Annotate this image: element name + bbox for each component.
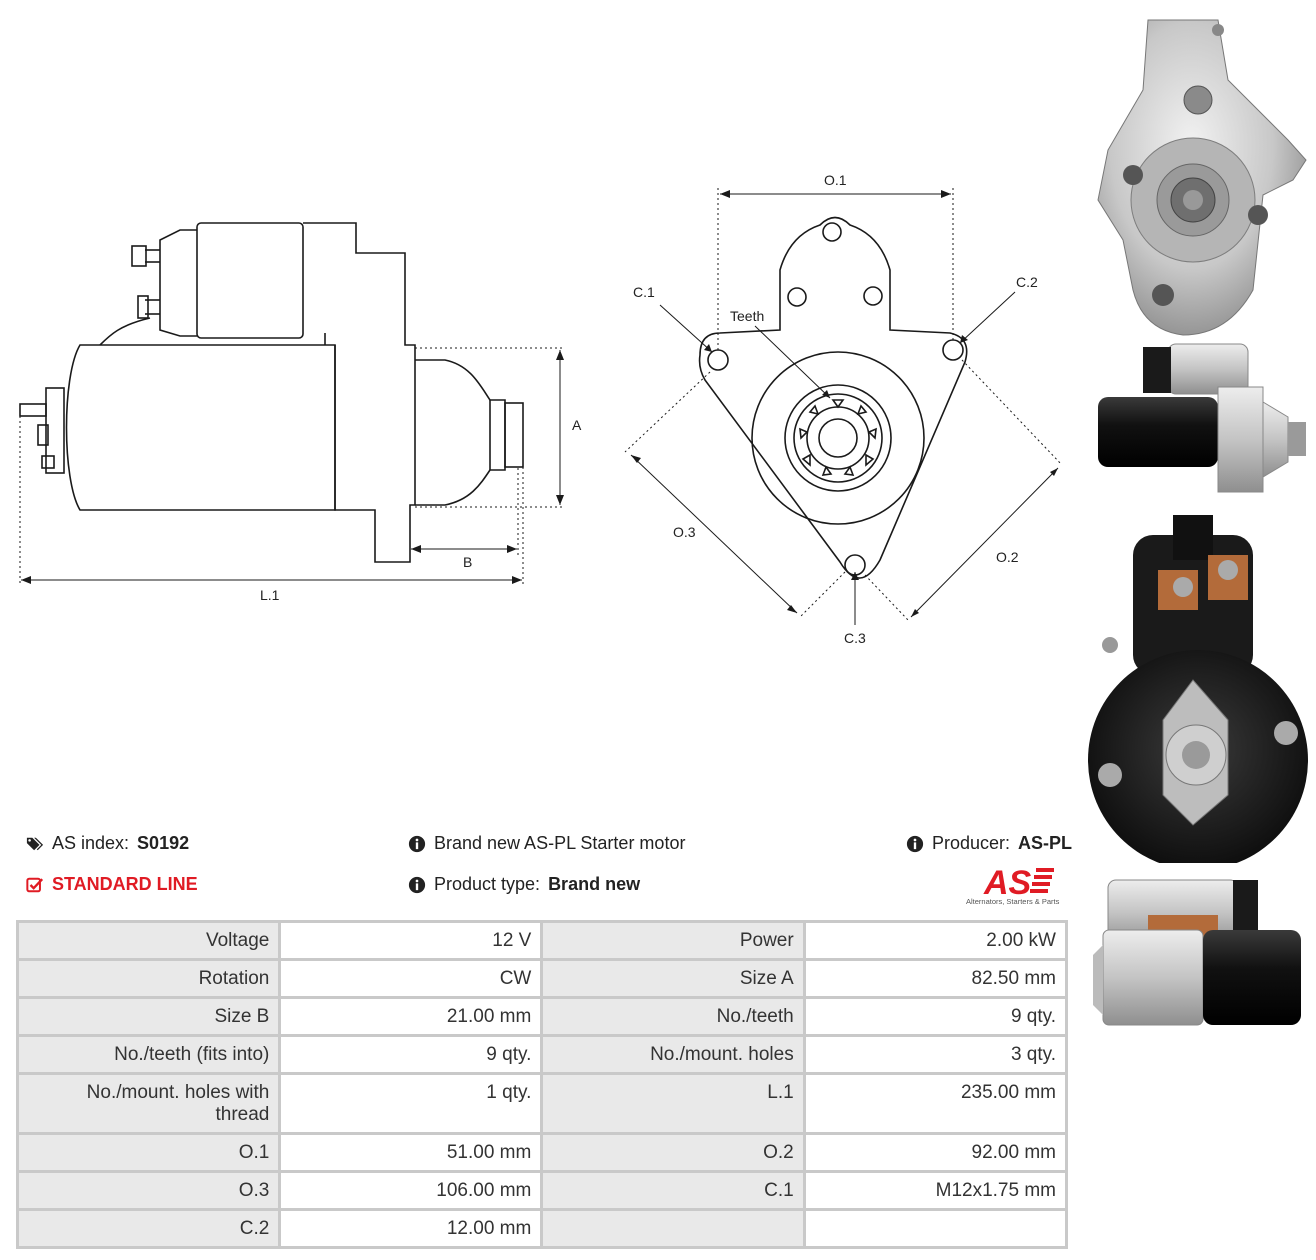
producer-label: Producer: bbox=[932, 833, 1011, 853]
product-photo-top[interactable] bbox=[1088, 875, 1310, 1030]
as-logo-text: AS bbox=[983, 864, 1032, 902]
as-index-value: S0192 bbox=[137, 833, 190, 853]
product-photo-side[interactable] bbox=[1088, 342, 1310, 500]
checkbox-checked-icon bbox=[26, 877, 44, 892]
label-B: B bbox=[463, 554, 472, 570]
description: Brand new AS-PL Starter motor bbox=[408, 833, 685, 854]
spec-value: CW bbox=[281, 961, 541, 996]
spec-key: L.1 bbox=[543, 1075, 803, 1132]
info-icon bbox=[906, 835, 924, 852]
product-type-label: Product type: bbox=[434, 874, 541, 894]
spec-key: Voltage bbox=[19, 923, 279, 958]
standard-line-label: STANDARD LINE bbox=[52, 874, 198, 894]
side-view-drawing: A B L.1 bbox=[19, 222, 582, 603]
spec-value: 51.00 mm bbox=[281, 1135, 541, 1170]
spec-value: 1 qty. bbox=[281, 1075, 541, 1132]
product-photo-top-image bbox=[1093, 879, 1301, 1026]
product-photo-front-image bbox=[1097, 19, 1307, 336]
spec-value: 9 qty. bbox=[281, 1037, 541, 1072]
label-teeth: Teeth bbox=[730, 308, 764, 324]
label-L1: L.1 bbox=[260, 587, 280, 603]
as-index-label: AS index: bbox=[52, 833, 130, 853]
product-photo-rear[interactable] bbox=[1088, 515, 1310, 863]
spec-value: 235.00 mm bbox=[805, 1075, 1065, 1132]
spec-key: C.2 bbox=[19, 1211, 279, 1246]
spec-key: Power bbox=[543, 923, 803, 958]
spec-value: 3 qty. bbox=[805, 1037, 1065, 1072]
product-photo-front[interactable] bbox=[1088, 10, 1310, 340]
product-type: Product type: Brand new bbox=[408, 874, 640, 895]
spec-key: No./mount. holes bbox=[543, 1037, 803, 1072]
spec-key: C.1 bbox=[543, 1173, 803, 1208]
description-text: Brand new AS-PL Starter motor bbox=[434, 833, 686, 853]
tags-icon bbox=[26, 837, 44, 850]
label-O1: O.1 bbox=[824, 172, 847, 188]
spec-key: Rotation bbox=[19, 961, 279, 996]
spec-key: O.3 bbox=[19, 1173, 279, 1208]
producer-value: AS-PL bbox=[1018, 833, 1073, 853]
spec-value: 12.00 mm bbox=[281, 1211, 541, 1246]
as-logo-mark: AS Alternators, Starters & Parts bbox=[966, 864, 1060, 906]
spec-key: No./mount. holes with thread bbox=[19, 1075, 279, 1132]
spec-value: 92.00 mm bbox=[805, 1135, 1065, 1170]
as-index: AS index: S0192 bbox=[26, 833, 189, 854]
product-photo-rear-image bbox=[1088, 515, 1308, 863]
spec-value: 21.00 mm bbox=[281, 999, 541, 1034]
info-icon bbox=[408, 876, 426, 893]
spec-value: 2.00 kW bbox=[805, 923, 1065, 958]
label-O2: O.2 bbox=[996, 549, 1019, 565]
spec-key: O.2 bbox=[543, 1135, 803, 1170]
label-C3: C.3 bbox=[844, 630, 866, 646]
spec-key: No./teeth bbox=[543, 999, 803, 1034]
label-O3: O.3 bbox=[673, 524, 696, 540]
spec-value: 106.00 mm bbox=[281, 1173, 541, 1208]
label-C1: C.1 bbox=[633, 284, 655, 300]
spec-value: 9 qty. bbox=[805, 999, 1065, 1034]
spec-key bbox=[543, 1211, 803, 1246]
spec-key: No./teeth (fits into) bbox=[19, 1037, 279, 1072]
spec-key: O.1 bbox=[19, 1135, 279, 1170]
standard-line: STANDARD LINE bbox=[26, 874, 198, 895]
spec-value: 12 V bbox=[281, 923, 541, 958]
as-logo: AS Alternators, Starters & Parts bbox=[966, 862, 1068, 906]
front-view-drawing: O.1 O.3 O.2 C.1 C.2 C.3 Teeth bbox=[624, 172, 1063, 646]
info-icon bbox=[408, 835, 426, 852]
spec-value: M12x1.75 mm bbox=[805, 1173, 1065, 1208]
product-type-value: Brand new bbox=[548, 874, 641, 894]
label-C2: C.2 bbox=[1016, 274, 1038, 290]
as-logo-tagline: Alternators, Starters & Parts bbox=[966, 897, 1060, 906]
spec-row: No./teeth (fits into)9 qty.No./mount. ho… bbox=[19, 1037, 1065, 1072]
spec-value bbox=[805, 1211, 1065, 1246]
product-photo-side-image bbox=[1098, 343, 1306, 493]
spec-value: 82.50 mm bbox=[805, 961, 1065, 996]
spec-key: Size B bbox=[19, 999, 279, 1034]
label-A: A bbox=[572, 417, 582, 433]
spec-key: Size A bbox=[543, 961, 803, 996]
producer: Producer: AS-PL bbox=[906, 833, 1072, 854]
